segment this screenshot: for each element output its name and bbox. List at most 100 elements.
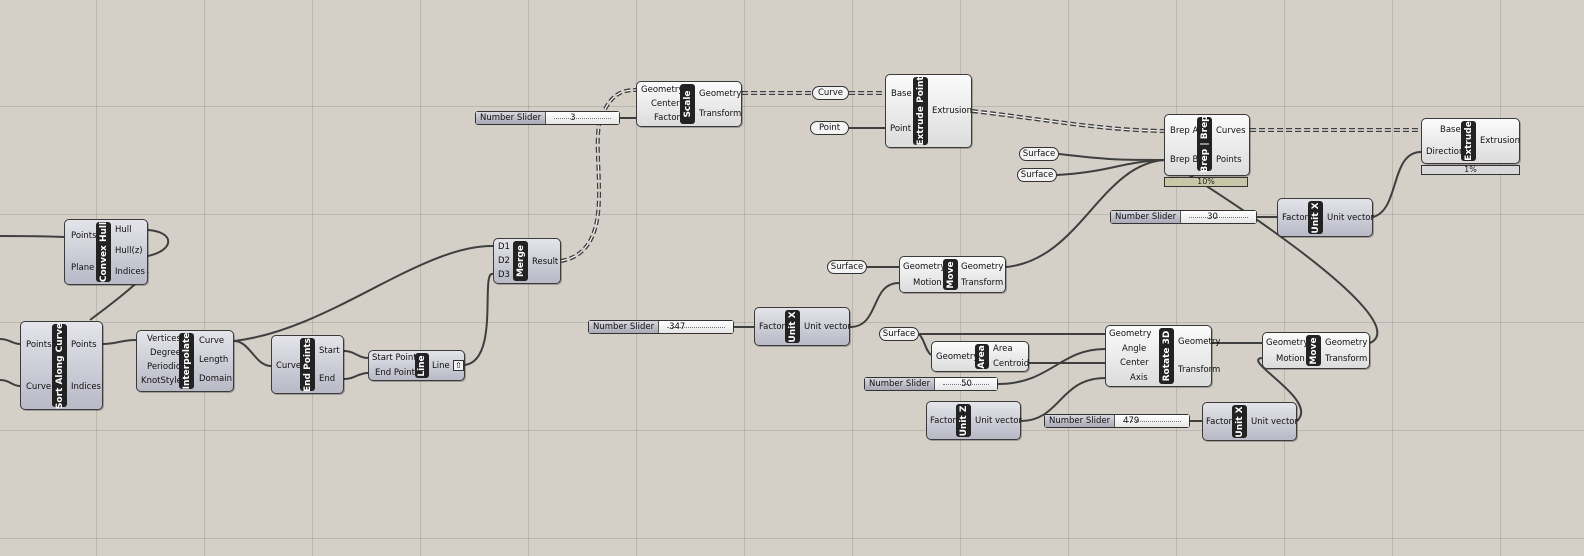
output-label: Geometry <box>961 262 1004 272</box>
number-slider[interactable]: Number Slider 3 <box>475 111 620 125</box>
progress-bar: 1% <box>1421 165 1520 175</box>
point-param[interactable]: Point <box>810 121 849 135</box>
output-label: Geometry <box>699 89 742 99</box>
slider-value: 30 <box>1207 212 1218 222</box>
slider-label: Number Slider <box>1111 211 1182 223</box>
component-name-band: Extrude Point <box>913 76 928 146</box>
wire-move-brep <box>1005 159 1165 268</box>
output-label: Transform <box>961 278 1004 288</box>
wire-surface2-brep <box>1056 159 1165 176</box>
component-name-band: Convex Hull <box>96 222 111 282</box>
wire-interp-merge-d1 <box>233 244 494 342</box>
output-label: Area <box>993 344 1013 354</box>
brep-brep-component[interactable]: Brep A Brep B Brep | Brep Curves Points <box>1164 114 1250 176</box>
area-component[interactable]: Geometry Area Area Centroid <box>931 341 1029 372</box>
curve-param[interactable]: Curve <box>812 86 849 100</box>
number-slider[interactable]: Number Slider 30 <box>1110 210 1257 224</box>
output-label: Start <box>319 346 340 356</box>
unit-x-component[interactable]: Factor Unit X Unit vector <box>1277 198 1374 237</box>
input-label: Angle <box>1122 344 1147 354</box>
merge-component[interactable]: D1 D2 D3 Merge Result <box>493 238 561 284</box>
input-label: KnotStyle <box>141 376 182 386</box>
input-label: Direction <box>1426 147 1465 157</box>
extrude-component[interactable]: Base Direction Extrude Extrusion <box>1421 118 1520 164</box>
surface-param[interactable]: Surface <box>879 327 919 341</box>
surface-param[interactable]: Surface <box>1017 168 1057 182</box>
input-label: Base <box>1440 125 1461 135</box>
wire-hull-points-in <box>0 235 65 238</box>
convex-hull-component[interactable]: Points Plane Convex Hull Hull Hull(z) In… <box>64 219 148 285</box>
output-label: Hull(z) <box>115 246 143 256</box>
component-name-band: Interpolate <box>179 333 194 389</box>
input-label: D1 <box>498 242 510 252</box>
output-label: Curves <box>1216 126 1246 136</box>
sort-along-curve-component[interactable]: Points Curve Sort Along Curve Points Ind… <box>20 321 103 410</box>
end-points-component[interactable]: Curve End Points Start End <box>271 335 344 394</box>
unit-x-component[interactable]: Factor Unit X Unit vector <box>1202 402 1298 441</box>
input-label: End Point <box>375 368 415 378</box>
slider-track[interactable]: 3 <box>546 112 619 124</box>
number-slider[interactable]: Number Slider 347 <box>588 320 734 334</box>
input-label: Motion <box>1276 354 1305 364</box>
input-label: Motion <box>913 278 942 288</box>
slider-value: 3 <box>570 113 576 123</box>
wire-angle-rotate <box>997 348 1106 385</box>
component-name-band: Merge <box>513 241 528 281</box>
component-name-band: Move <box>1306 335 1321 366</box>
component-name-band: End Points <box>300 337 315 392</box>
output-label: Result <box>532 257 559 267</box>
input-label: Factor <box>1206 417 1233 427</box>
wire-unitx-moveright <box>1257 357 1302 422</box>
input-label: Geometry <box>641 85 684 95</box>
progress-bar: 10% <box>1164 177 1248 187</box>
slider-value: 347 <box>669 322 686 332</box>
upload-arrow-icon[interactable]: ⇧ <box>453 360 464 371</box>
move-component[interactable]: Geometry Motion Move Geometry Transform <box>899 256 1006 293</box>
interpolate-component[interactable]: Vertices Degree Periodic KnotStyle Inter… <box>136 330 234 392</box>
input-label: Factor <box>759 322 786 332</box>
output-label: Hull <box>115 225 132 235</box>
unit-z-component[interactable]: Factor Unit Z Unit vector <box>926 401 1022 440</box>
slider-track[interactable]: 30 <box>1181 211 1256 223</box>
rotate-3d-component[interactable]: Geometry Angle Center Axis Rotate 3D Geo… <box>1105 325 1220 387</box>
output-label: Indices <box>115 267 145 277</box>
number-slider[interactable]: Number Slider 50 <box>864 377 998 391</box>
wire-start-line <box>343 350 369 359</box>
extrude-point-component[interactable]: Base Point Extrude Point Extrusion <box>885 74 972 148</box>
input-label: Brep B <box>1170 155 1199 165</box>
wire-unitz-rotate <box>1020 377 1106 422</box>
surface-param[interactable]: Surface <box>1019 147 1059 161</box>
slider-value: 479 <box>1123 416 1140 426</box>
component-name-band: Sort Along Curve <box>52 322 67 409</box>
slider-track[interactable]: 50 <box>935 378 997 390</box>
output-label: End <box>319 374 336 384</box>
surface-param[interactable]: Surface <box>827 260 867 274</box>
output-label: Transform <box>1178 365 1221 375</box>
wire-sort-curve-in <box>0 379 21 387</box>
input-label: Geometry <box>1266 338 1309 348</box>
input-label: Point <box>890 124 912 134</box>
input-label: Brep A <box>1170 126 1199 136</box>
slider-track[interactable]: 347 <box>659 321 733 333</box>
input-label: Center <box>1120 358 1149 368</box>
input-label: Factor <box>654 113 681 123</box>
wire-hull-loop <box>147 229 169 257</box>
wire-sort-interp <box>101 339 137 345</box>
move-component[interactable]: Geometry Motion Move Geometry Transform <box>1262 332 1370 369</box>
scale-component[interactable]: Geometry Center Factor Scale Geometry Tr… <box>636 81 742 127</box>
wire-surface-area <box>918 333 932 356</box>
wire-moveright-brep <box>1163 159 1379 344</box>
output-label: Transform <box>699 109 742 119</box>
input-label: Periodic <box>147 362 181 372</box>
input-label: Plane <box>71 263 95 273</box>
line-component[interactable]: Start Point End Point Line Line ⇧ <box>368 350 465 381</box>
number-slider[interactable]: Number Slider 479 <box>1044 414 1190 428</box>
component-name-band: Extrude <box>1461 121 1476 161</box>
input-label: Degree <box>150 348 181 358</box>
slider-track[interactable]: 479 <box>1115 415 1189 427</box>
slider-label: Number Slider <box>865 378 936 390</box>
component-name-band: Unit Z <box>956 404 971 437</box>
unit-x-component[interactable]: Factor Unit X Unit vector <box>754 307 851 346</box>
input-label: Factor <box>1282 213 1309 223</box>
